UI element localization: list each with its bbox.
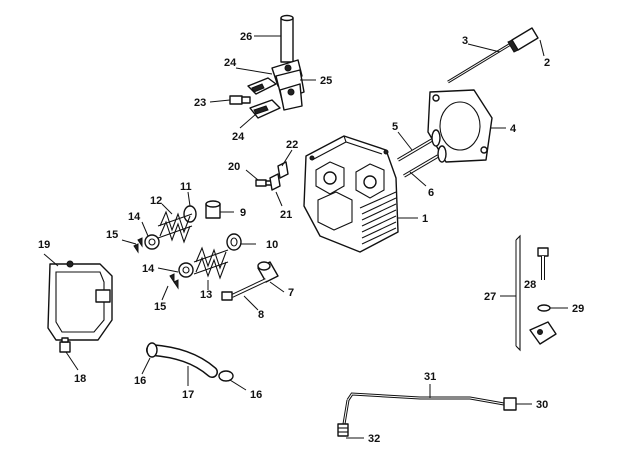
part-5-valve xyxy=(397,129,441,162)
callout-25: 25 xyxy=(320,75,332,87)
callout-30: 30 xyxy=(536,399,548,411)
part-12-valve-spring xyxy=(157,210,193,244)
callout-16-right: 16 xyxy=(250,389,262,401)
callout-28: 28 xyxy=(524,279,536,291)
callout-29: 29 xyxy=(572,303,584,315)
part-16-clamp-left xyxy=(146,342,158,358)
callouts: 26 24 25 23 24 3 2 4 5 6 1 22 20 21 11 1… xyxy=(38,31,584,445)
callout-17: 17 xyxy=(182,389,194,401)
leader-lines xyxy=(43,35,568,439)
part-27-kit-box xyxy=(515,234,521,352)
part-15-keeper-lower xyxy=(169,273,179,290)
part-31-fuel-line xyxy=(342,392,505,425)
callout-4: 4 xyxy=(510,123,517,135)
callout-16-left: 16 xyxy=(134,375,146,387)
part-9-retainer xyxy=(205,200,221,219)
part-23-bolt xyxy=(229,95,251,105)
part-30-fitting xyxy=(503,397,517,411)
part-14-washer-upper xyxy=(144,234,160,250)
callout-24-lower: 24 xyxy=(232,131,245,143)
part-21-clip xyxy=(269,173,281,191)
part-28-bolt xyxy=(537,247,549,280)
callout-32: 32 xyxy=(368,433,380,445)
callout-24-upper: 24 xyxy=(224,57,237,69)
callout-8: 8 xyxy=(258,309,264,321)
part-2-dipstick-cap xyxy=(507,27,539,53)
callout-10: 10 xyxy=(266,239,278,251)
callout-9: 9 xyxy=(240,207,246,219)
part-6-valve xyxy=(403,145,447,178)
part-10-retainer xyxy=(226,233,242,251)
callout-26: 26 xyxy=(240,31,252,43)
part-20-screw xyxy=(255,179,273,187)
part-19-valve-cover xyxy=(47,260,113,341)
part-13-valve-spring xyxy=(193,246,229,280)
part-28-bracket xyxy=(529,321,557,345)
callout-23: 23 xyxy=(194,97,206,109)
callout-15-lower: 15 xyxy=(154,301,166,313)
callout-6: 6 xyxy=(428,187,434,199)
callout-31: 31 xyxy=(424,371,436,383)
callout-14-lower: 14 xyxy=(142,263,155,275)
callout-15-upper: 15 xyxy=(106,229,118,241)
callout-12: 12 xyxy=(150,195,162,207)
callout-5: 5 xyxy=(392,121,398,133)
part-15-keeper-upper xyxy=(133,237,143,254)
callout-19: 19 xyxy=(38,239,50,251)
part-4-head-gasket xyxy=(427,89,493,163)
part-1-cylinder-head xyxy=(303,135,399,253)
part-16-clamp-right xyxy=(218,370,234,382)
callout-14-upper: 14 xyxy=(128,211,141,223)
callout-7: 7 xyxy=(288,287,294,299)
callout-21: 21 xyxy=(280,209,292,221)
part-3-dipstick-rod xyxy=(447,40,515,84)
callout-1: 1 xyxy=(422,213,428,225)
part-26-pin xyxy=(280,14,294,63)
callout-27: 27 xyxy=(484,291,496,303)
part-11-spring-cap xyxy=(183,205,197,223)
part-8-bolt xyxy=(221,278,267,301)
callout-3: 3 xyxy=(462,35,468,47)
part-17-breather-hose xyxy=(146,344,218,378)
part-18-fitting xyxy=(59,337,71,353)
callout-18: 18 xyxy=(74,373,86,385)
callout-22: 22 xyxy=(286,139,298,151)
callout-13: 13 xyxy=(200,289,212,301)
part-29-washer xyxy=(537,304,551,312)
callout-2: 2 xyxy=(544,57,550,69)
callout-11: 11 xyxy=(180,181,192,193)
part-14-washer-lower xyxy=(178,262,194,278)
part-32-fitting xyxy=(337,423,349,437)
part-7-bushing xyxy=(257,261,279,283)
callout-20: 20 xyxy=(228,161,240,173)
part-25-rocker-assembly xyxy=(271,59,305,111)
part-24-rocker-upper xyxy=(247,77,277,95)
